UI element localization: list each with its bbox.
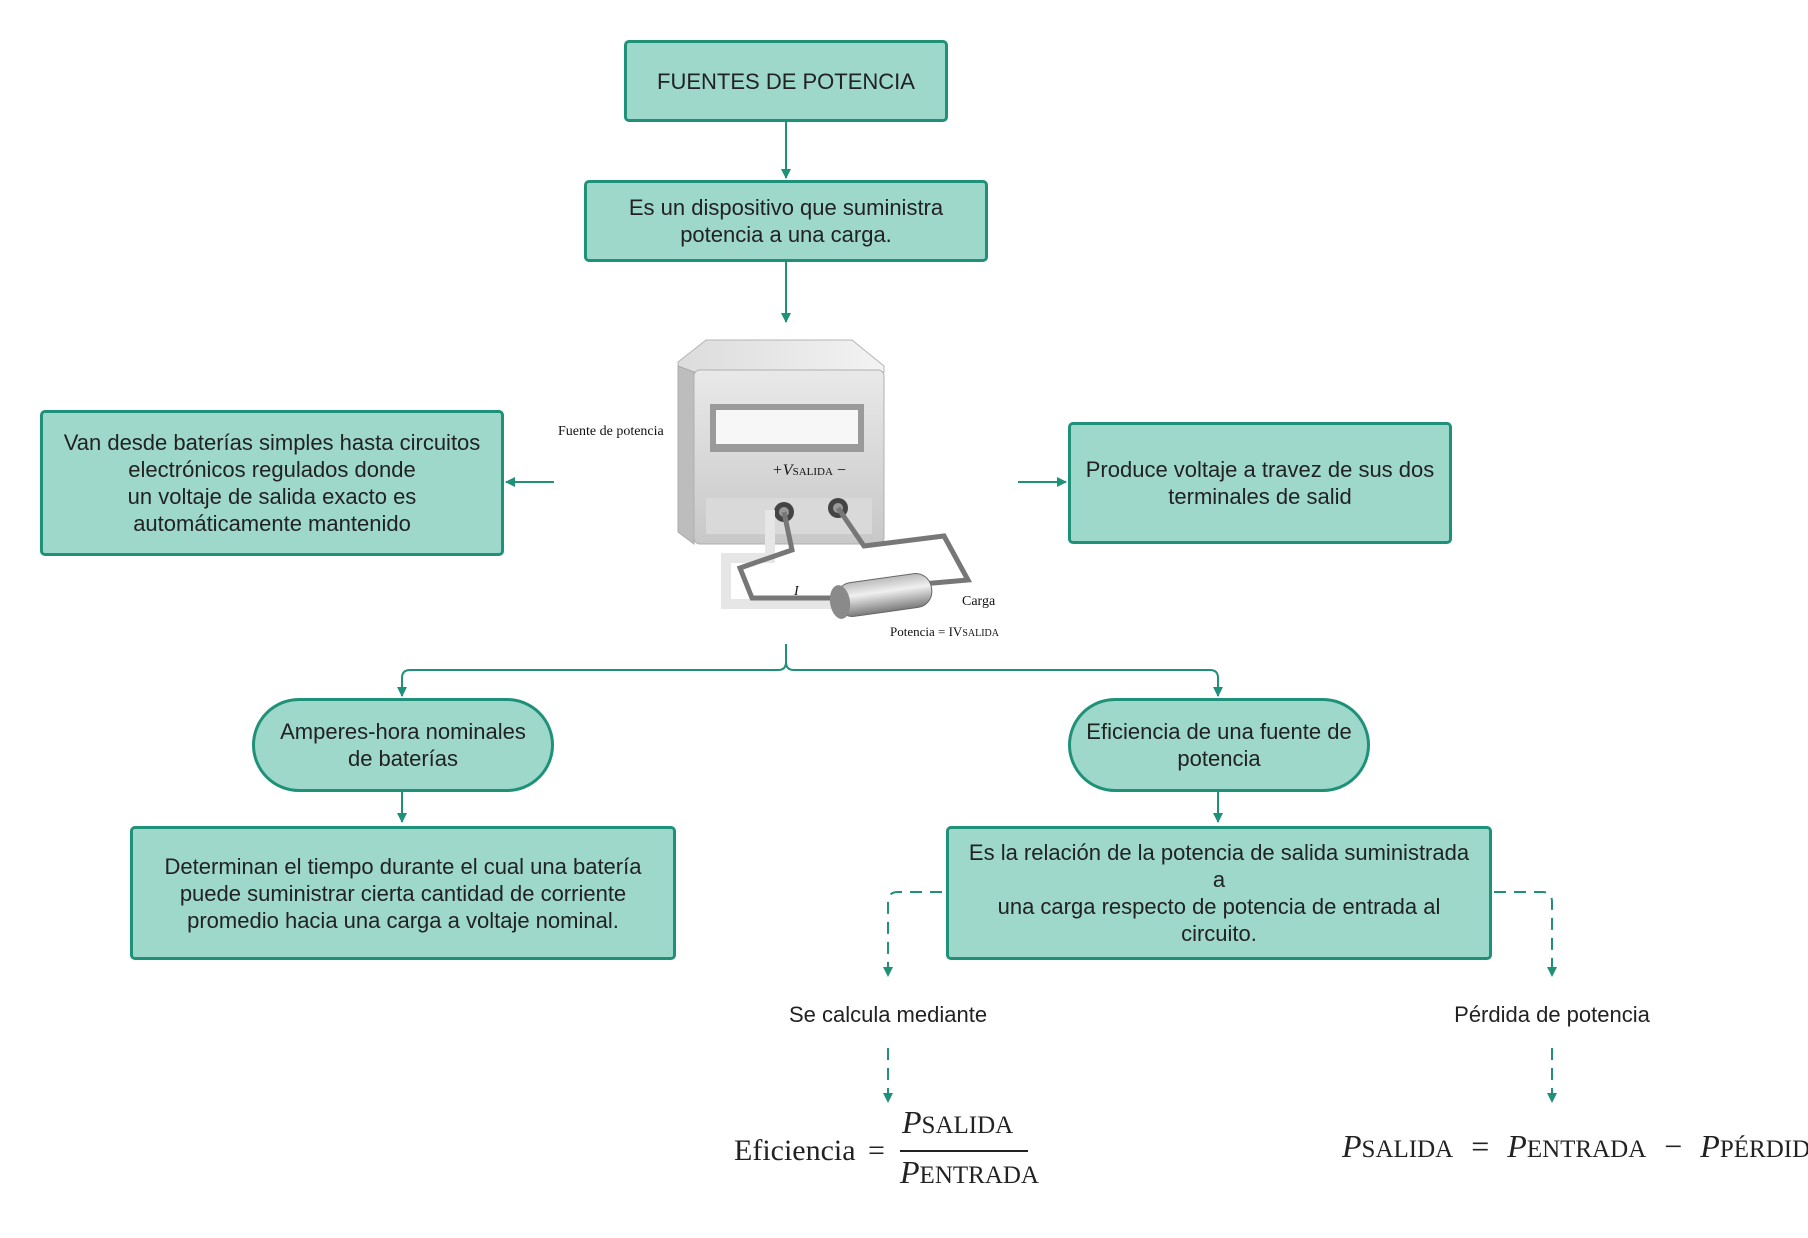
dashed-to-calc	[883, 891, 942, 977]
terminal-label: +VSALIDA−	[772, 462, 846, 480]
current-label: I	[794, 584, 799, 599]
efficiency-formula: Eficiencia = PSALIDA PENTRADA	[732, 1104, 1039, 1200]
eff-denominator: PENTRADA	[900, 1154, 1039, 1191]
power-sub: SALIDA	[962, 628, 999, 639]
power-supply-illustration: Fuente de potencia +VSALIDA− I Carga Pot…	[556, 332, 1026, 652]
efficiency-desc-text: Es la relación de la potencia de salida …	[968, 840, 1470, 946]
efficiency-desc-node[interactable]: Es la relación de la potencia de salida …	[946, 826, 1492, 960]
load-label: Carga	[962, 594, 996, 609]
power-text: Potencia = IV	[890, 624, 963, 639]
dashed-to-loss	[1494, 891, 1557, 977]
loss-equals: =	[1471, 1128, 1490, 1164]
ampere-desc-node[interactable]: Determinan el tiempo durante el cual una…	[130, 826, 676, 960]
power-loss-formula: PSALIDA = PENTRADA − PPÉRDIDA	[1342, 1128, 1808, 1165]
efficiency-text: Eficiencia de una fuente de potencia	[1086, 719, 1352, 771]
terminal-plus-v: +V	[772, 462, 793, 479]
split-connector-right	[785, 661, 1223, 697]
ampere-hour-text: Amperes-hora nominales de baterías	[280, 719, 526, 771]
right-voltage-node[interactable]: Produce voltaje a travez de sus dos term…	[1068, 422, 1452, 544]
current-path-outline	[721, 510, 856, 609]
title-text: FUENTES DE POTENCIA	[657, 68, 915, 94]
source-label: Fuente de potencia	[558, 424, 664, 439]
loss-p1: P	[1342, 1128, 1362, 1164]
calc-label: Se calcula mediante	[788, 1002, 988, 1027]
supply-side	[677, 365, 695, 545]
ampere-hour-node[interactable]: Amperes-hora nominales de baterías	[252, 698, 554, 792]
loss-p2: P	[1507, 1128, 1527, 1164]
right-voltage-text: Produce voltaje a travez de sus dos term…	[1085, 457, 1435, 509]
loss-label: Pérdida de potencia	[1454, 1002, 1650, 1027]
wire-negative	[835, 506, 973, 587]
power-supply-drawing	[677, 339, 973, 619]
eff-fraction-bar	[900, 1150, 1028, 1152]
loss-sub-salida: SALIDA	[1361, 1136, 1454, 1163]
loss-minus: −	[1664, 1128, 1683, 1164]
power-label: Potencia = IVSALIDA	[890, 624, 999, 640]
title-node[interactable]: FUENTES DE POTENCIA	[624, 40, 948, 122]
eff-den-p: P	[900, 1154, 920, 1190]
loss-sub-entrada: ENTRADA	[1526, 1136, 1647, 1163]
eff-num-p: P	[902, 1104, 922, 1140]
terminal-sub: SALIDA	[792, 466, 833, 478]
definition-text: Es un dispositivo que suministra potenci…	[628, 195, 944, 247]
eff-equals: =	[868, 1134, 885, 1167]
definition-node[interactable]: Es un dispositivo que suministra potenci…	[584, 180, 988, 262]
eff-den-sub: ENTRADA	[919, 1162, 1039, 1189]
left-range-text: Van desde baterías simples hasta circuit…	[63, 430, 481, 536]
efficiency-node[interactable]: Eficiencia de una fuente de potencia	[1068, 698, 1370, 792]
loss-p3: P	[1700, 1128, 1720, 1164]
wire-positive	[736, 511, 836, 601]
eff-word: Eficiencia	[734, 1134, 856, 1167]
supply-top	[677, 339, 885, 373]
left-range-node[interactable]: Van desde baterías simples hasta circuit…	[40, 410, 504, 556]
ampere-desc-text: Determinan el tiempo durante el cual una…	[164, 853, 642, 933]
terminal-minus: −	[836, 462, 846, 479]
eff-numerator: PSALIDA	[902, 1104, 1013, 1141]
supply-display	[716, 410, 858, 444]
eff-num-sub: SALIDA	[921, 1112, 1014, 1139]
loss-sub-perdida: PÉRDIDA	[1719, 1136, 1808, 1163]
